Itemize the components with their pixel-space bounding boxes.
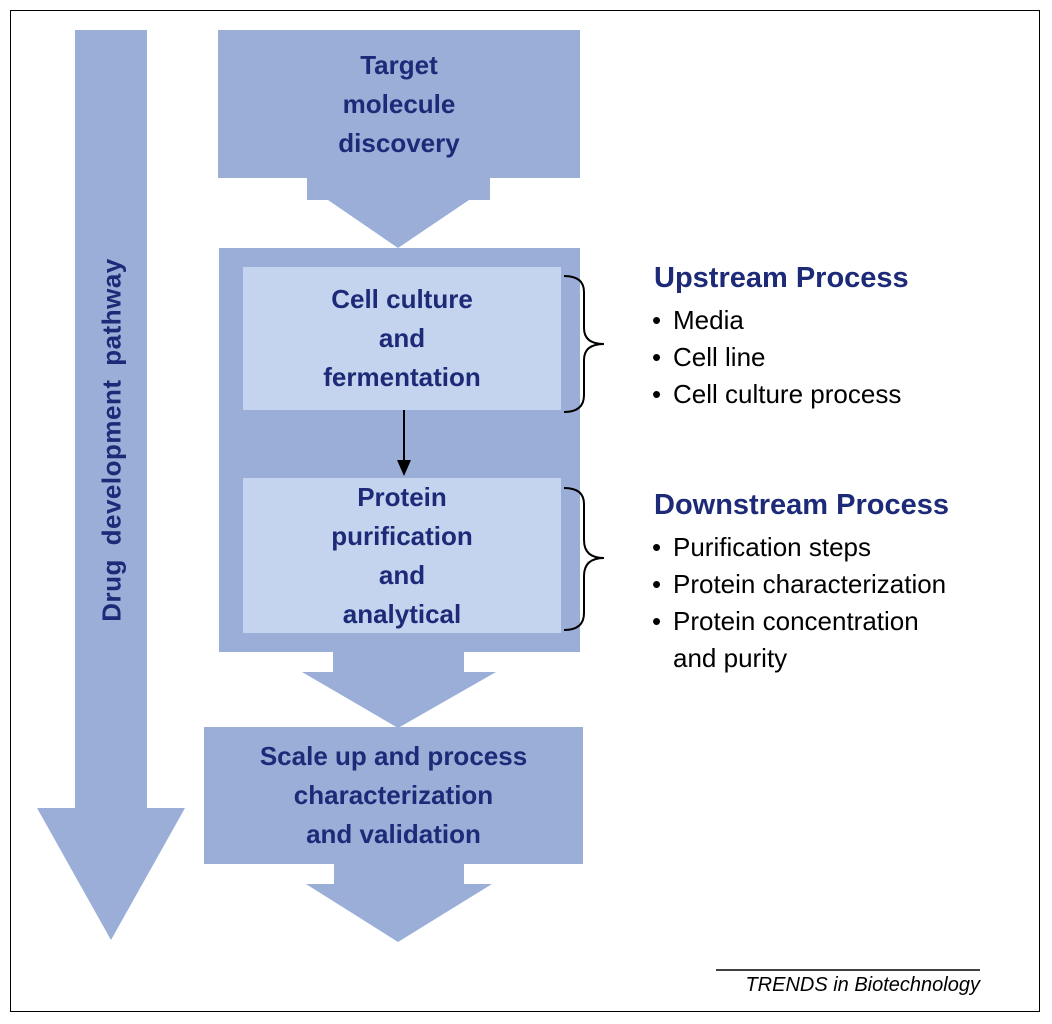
scale-up-box	[204, 727, 583, 864]
upstream-item: Cell culture process	[652, 376, 901, 413]
target-discovery-label: Target molecule discovery	[338, 49, 460, 158]
cell-culture-box	[243, 267, 561, 410]
protein-purification-label: Protein purification and analytical	[331, 481, 473, 629]
cell-culture-label: Cell culture and fermentation	[323, 284, 481, 392]
protein-purification-box	[243, 478, 561, 633]
downstream-item: Protein concentration and purity	[652, 603, 946, 677]
upstream-item: Media	[652, 302, 901, 339]
source-credit: TRENDS in Biotechnology	[745, 974, 980, 996]
arrow-to-cell-culture	[307, 178, 490, 248]
downstream-item: Purification steps	[652, 529, 946, 566]
downstream-item: Protein characterization	[652, 566, 946, 603]
final-output-arrow	[306, 864, 492, 942]
downstream-title: Downstream Process	[654, 489, 949, 521]
cell-to-protein-arrowhead	[397, 460, 411, 476]
diagram-frame	[10, 10, 1040, 1012]
upstream-item: Cell line	[652, 339, 901, 376]
target-discovery-box	[218, 30, 580, 178]
downstream-list: Purification steps Protein characterizat…	[652, 529, 946, 677]
upstream-list: Media Cell line Cell culture process	[652, 302, 901, 413]
arrow-to-scale-up	[302, 652, 496, 728]
upstream-brace	[563, 275, 605, 413]
scale-up-label: Scale up and process characterization an…	[259, 741, 528, 849]
upstream-title: Upstream Process	[654, 262, 909, 294]
pathway-label: Drug development pathway	[96, 258, 127, 622]
pathway-arrow	[37, 30, 185, 940]
downstream-brace	[563, 487, 605, 631]
